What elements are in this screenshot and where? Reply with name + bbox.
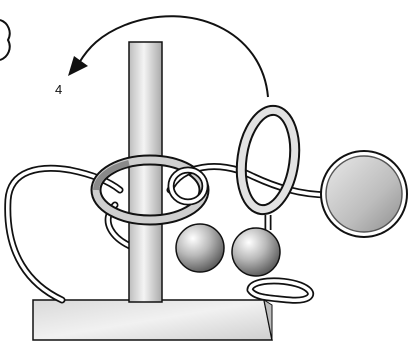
- right-ball: [232, 228, 280, 276]
- step-circle-fragment: [0, 20, 10, 60]
- string-cord: [8, 168, 140, 300]
- left-ball: [176, 224, 224, 272]
- metal-disc: [321, 151, 407, 237]
- curved-arrow-icon: [68, 16, 268, 97]
- upright-ring: [235, 107, 300, 213]
- wooden-base: [33, 300, 272, 340]
- step-number-label: 4: [55, 82, 62, 97]
- vertical-post: [129, 42, 162, 302]
